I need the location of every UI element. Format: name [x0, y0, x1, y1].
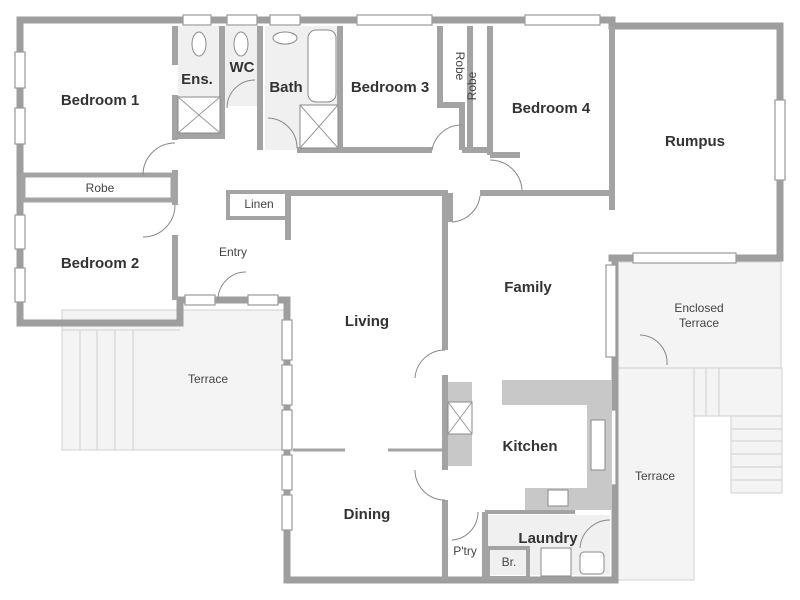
- label-robe-b3: Robe: [453, 52, 467, 81]
- washer-space: [540, 547, 572, 577]
- doors: [142, 79, 668, 549]
- label-robe-hall: Robe: [86, 181, 115, 195]
- label-laundry: Laundry: [518, 530, 578, 547]
- label-bath: Bath: [269, 79, 302, 96]
- interior-walls: [20, 26, 615, 580]
- sink-icon: [590, 419, 606, 471]
- label-entry: Entry: [219, 245, 247, 259]
- shower-icon: [177, 96, 221, 134]
- label-ensuite: Ens.: [181, 71, 213, 88]
- enclosed-terrace-area: [616, 261, 782, 369]
- toilet-icon: [191, 31, 207, 57]
- label-broom: Br.: [502, 555, 517, 569]
- kitchen-bench: [502, 380, 612, 405]
- label-linen: Linen: [244, 197, 273, 211]
- bathtub-icon: [307, 29, 337, 103]
- label-wc: WC: [230, 59, 255, 76]
- shower-icon: [299, 104, 339, 149]
- fixtures: [177, 29, 612, 577]
- label-dining: Dining: [344, 506, 391, 523]
- laundry-tub-icon: [579, 551, 605, 575]
- terrace-left-area: [61, 309, 285, 451]
- oven-icon: [447, 401, 473, 435]
- label-enclosed-terrace-1: Enclosed: [674, 301, 723, 315]
- label-terrace-left: Terrace: [188, 372, 228, 386]
- label-bedroom4: Bedroom 4: [512, 100, 591, 117]
- label-terrace-right: Terrace: [635, 469, 675, 483]
- label-kitchen: Kitchen: [502, 438, 557, 455]
- room-labels: Bedroom 1 Ens. WC Bath Bedroom 3 Robe Ro…: [61, 52, 725, 569]
- toilet-icon: [233, 31, 249, 57]
- label-bedroom3: Bedroom 3: [351, 79, 429, 96]
- label-family: Family: [504, 279, 552, 296]
- label-pantry: P'try: [453, 544, 477, 558]
- terrace-right-area: [616, 367, 783, 581]
- label-robe-b4: Robe: [465, 71, 479, 100]
- basin-icon: [272, 31, 298, 45]
- label-rumpus: Rumpus: [665, 133, 725, 150]
- label-bedroom1: Bedroom 1: [61, 92, 139, 109]
- label-enclosed-terrace-2: Terrace: [679, 316, 719, 330]
- label-bedroom2: Bedroom 2: [61, 255, 139, 272]
- label-living: Living: [345, 313, 389, 330]
- cooktop-icon: [547, 489, 569, 507]
- windows: [14, 14, 786, 531]
